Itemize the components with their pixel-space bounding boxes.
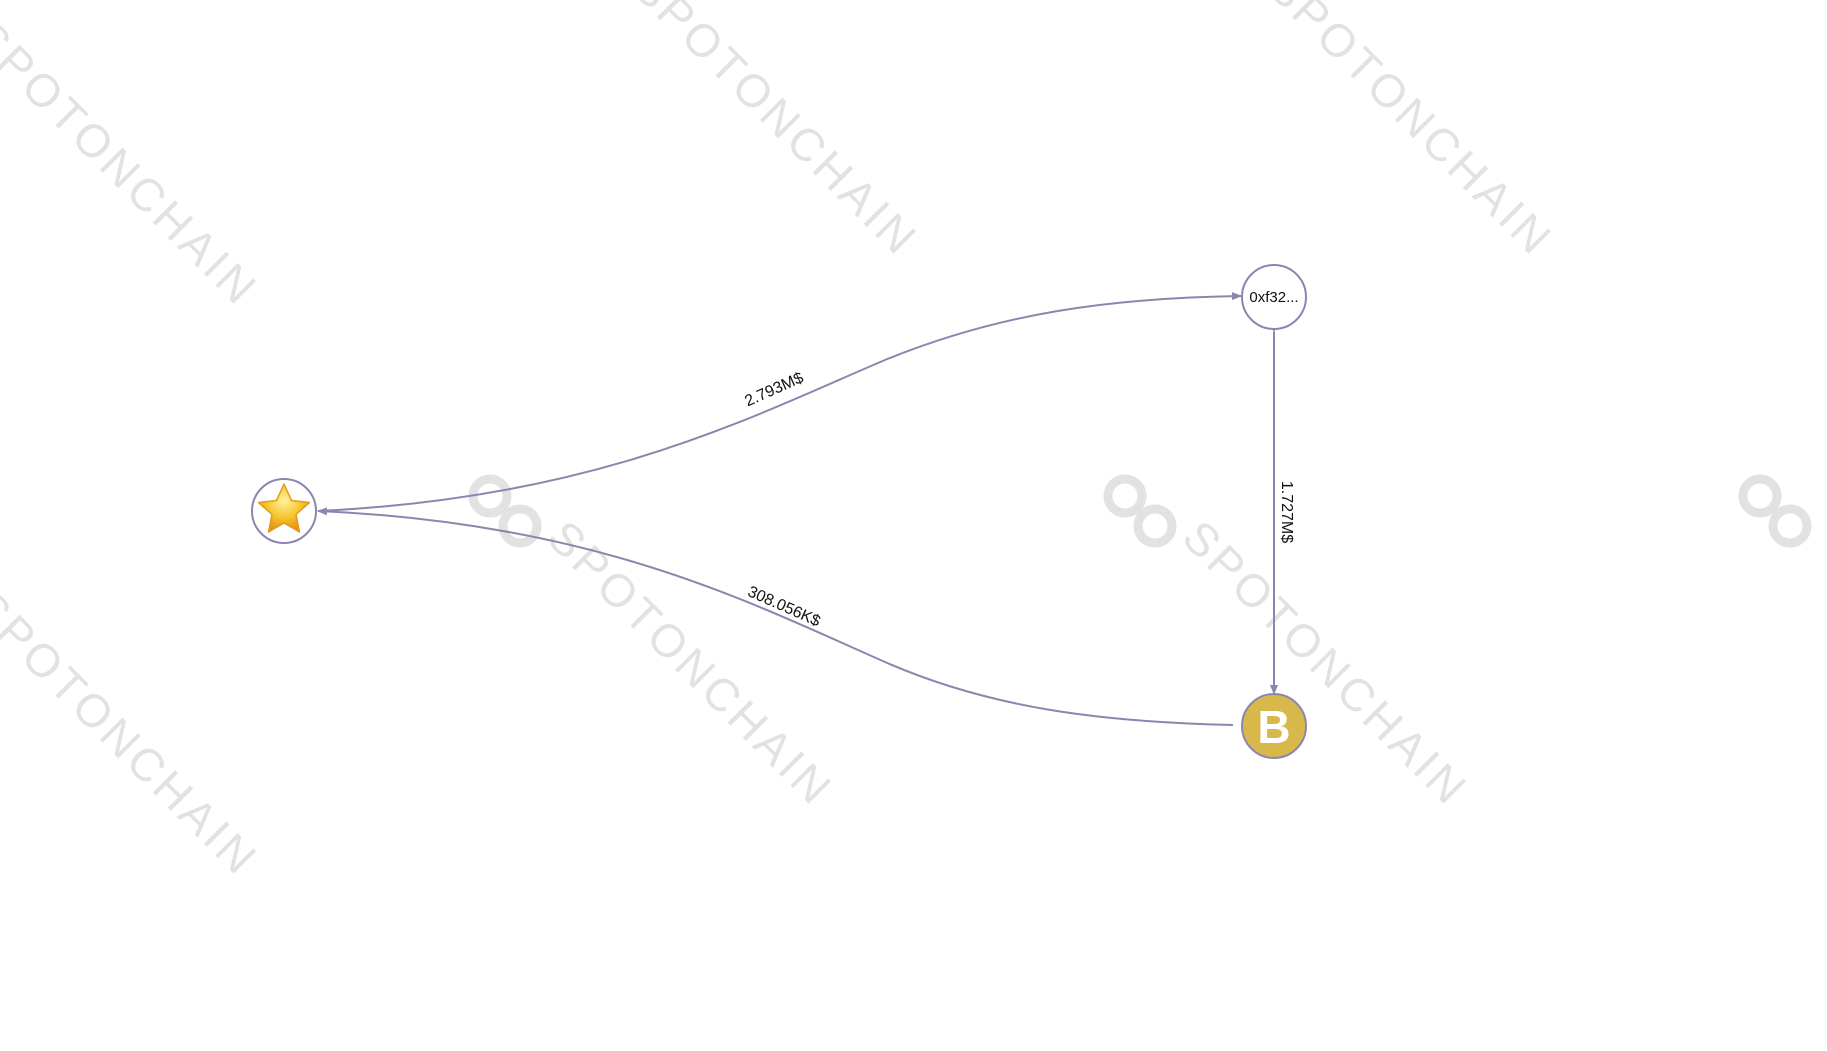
watermark-logo-icon — [1103, 474, 1177, 548]
watermark-layer: SPOTONCHAIN SPOTONCHAIN SPOTONCHAIN SPOT… — [0, 0, 1812, 886]
node-binance[interactable]: B — [1241, 693, 1307, 759]
edge-label-address-binance: 1.727M$ — [1278, 481, 1295, 543]
watermark-text: SPOTONCHAIN — [538, 510, 844, 816]
watermark-logo-icon — [468, 474, 542, 548]
edge-address-binance[interactable]: 1.727M$ — [1270, 323, 1295, 695]
watermark-logo-icon — [1738, 474, 1812, 548]
watermark-text: SPOTONCHAIN — [1173, 510, 1479, 816]
star-icon — [257, 483, 311, 533]
node-address-ring — [1241, 264, 1307, 330]
binance-badge-letter: B — [1257, 701, 1290, 753]
watermark-text: SPOTONCHAIN — [0, 580, 269, 886]
watermark-text: SPOTONCHAIN — [0, 10, 269, 316]
watermark-text: SPOTONCHAIN — [623, 0, 929, 266]
edge-label-binance-to-star: 308.056K$ — [745, 583, 823, 630]
watermark-text: SPOTONCHAIN — [1258, 0, 1564, 266]
edge-binance-to-star[interactable]: 308.056K$ — [317, 507, 1234, 726]
node-address-label: 0xf32... — [1249, 289, 1298, 306]
binance-b-icon — [1241, 693, 1307, 759]
edge-star-to-address[interactable]: 2.793M$ — [317, 292, 1242, 512]
node-address[interactable]: 0xf32... — [1241, 264, 1307, 330]
edge-label-star-to-address: 2.793M$ — [742, 369, 806, 410]
node-star[interactable] — [251, 478, 317, 544]
